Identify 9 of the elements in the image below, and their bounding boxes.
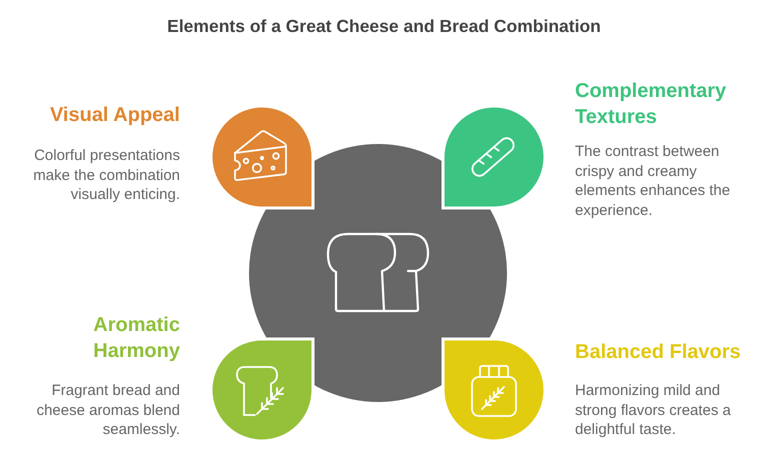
description-text: Colorful presentations make the combination visually enticing.	[32, 146, 180, 204]
description-text: Harmonizing mild and strong flavors creates a delightful taste.	[575, 381, 732, 440]
diagram-title: Elements of a Great Cheese and Bread Combination	[167, 15, 601, 38]
section-heading: Complementary Textures	[575, 79, 728, 130]
section-heading: Balanced Flavors	[575, 340, 741, 365]
description-text: Fragrant bread and cheese aromas blend seamlessly.	[36, 381, 180, 440]
description-text: The contrast between crispy and creamy elements enhances the experience.	[575, 142, 732, 220]
section-heading: Aromatic Harmony	[92, 313, 180, 364]
section-heading: Visual Appeal	[50, 103, 180, 128]
